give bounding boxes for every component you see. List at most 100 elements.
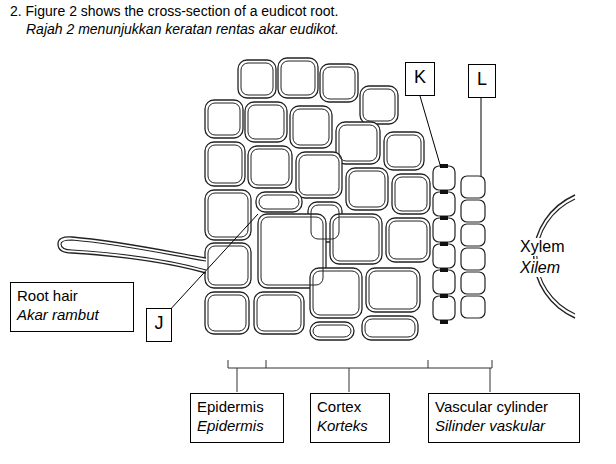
cell-wall <box>360 86 398 124</box>
small-cell <box>461 296 485 318</box>
label-text: Vascular cylinder <box>435 397 573 416</box>
cell-wall <box>386 218 430 262</box>
cell-wall <box>205 142 245 186</box>
callout-box: K <box>405 62 435 96</box>
part-label: Xilem <box>520 259 560 277</box>
cell-membrane <box>363 89 395 121</box>
cell-membrane <box>208 246 248 285</box>
cell-membrane <box>339 125 377 161</box>
label-translation: Epidermis <box>197 416 277 435</box>
cell-membrane <box>369 271 417 309</box>
cell-wall <box>238 60 276 98</box>
bracket-stem <box>237 368 238 392</box>
label-translation: Akar rambut <box>17 305 127 324</box>
small-cell <box>433 218 455 242</box>
small-cell <box>461 272 485 294</box>
part-label: Xylem <box>520 238 564 256</box>
bracket <box>428 360 492 368</box>
leader-line <box>481 98 482 176</box>
cell-membrane <box>311 205 339 239</box>
small-cell <box>433 192 455 216</box>
region-brackets <box>228 360 492 392</box>
cell-group <box>205 58 485 340</box>
small-cell <box>433 166 455 190</box>
cell-wall <box>384 132 424 170</box>
cell-membrane <box>389 221 427 259</box>
cell-wall <box>278 58 318 98</box>
casparian-strip <box>440 294 448 298</box>
cell-membrane <box>208 193 248 237</box>
cell-wall <box>205 292 249 334</box>
cell-membrane <box>395 177 427 211</box>
cell-wall <box>256 192 302 212</box>
root-hair <box>58 237 206 273</box>
cell-wall <box>366 268 420 312</box>
label-text: Epidermis <box>197 397 277 416</box>
cell-wall <box>346 168 388 210</box>
small-cell <box>461 200 485 222</box>
small-cell <box>433 244 455 268</box>
title-translation: Rajah 2 menunjukkan keratan rentas akar … <box>26 20 339 38</box>
cell-membrane <box>333 217 379 261</box>
cell-wall <box>248 146 292 188</box>
label-box: Root hairAkar rambut <box>10 282 134 332</box>
cell-membrane <box>251 149 289 185</box>
label-box: EpidermisEpidermis <box>190 393 284 443</box>
label-translation: Korteks <box>317 416 383 435</box>
cell-wall <box>362 316 418 340</box>
cell-membrane <box>387 135 421 167</box>
cell-membrane <box>293 109 329 145</box>
callout-letter: L <box>475 68 489 90</box>
callout-box: L <box>468 64 496 98</box>
cell-membrane <box>313 325 351 337</box>
small-cell <box>461 248 485 270</box>
xylem-outline-inner <box>537 199 575 314</box>
cell-wall <box>330 214 382 264</box>
small-cell <box>433 296 455 320</box>
root-hair-inner <box>61 240 206 270</box>
cell-wall <box>310 268 362 318</box>
casparian-strip <box>440 242 448 246</box>
casparian-strip <box>440 190 448 194</box>
cell-wall <box>290 106 332 148</box>
bracket-stem <box>349 368 350 392</box>
cell-membrane <box>248 105 284 139</box>
cell-membrane <box>299 155 339 195</box>
leader-line <box>168 214 258 312</box>
cell-wall <box>205 100 243 138</box>
cell-membrane <box>208 103 240 135</box>
label-box: Vascular cylinderSilinder vaskular <box>428 393 580 443</box>
callout-letter: J <box>153 312 165 334</box>
casparian-strip <box>440 216 448 220</box>
cell-membrane <box>208 145 242 183</box>
cell-membrane <box>208 295 246 331</box>
cell-wall <box>320 64 358 102</box>
casparian-strip <box>440 268 448 272</box>
callout-letter: K <box>412 66 428 88</box>
cell-membrane <box>241 63 273 95</box>
bracket-stem <box>490 368 491 392</box>
label-translation: Silinder vaskular <box>435 416 573 435</box>
label-text: Cortex <box>317 397 383 416</box>
cell-membrane <box>281 61 315 95</box>
cell-wall <box>296 152 342 198</box>
cell-membrane <box>349 171 385 207</box>
casparian-strip <box>440 320 448 324</box>
label-box: CortexKorteks <box>310 393 390 443</box>
cell-wall <box>336 122 380 164</box>
cell-membrane <box>313 271 359 315</box>
cell-membrane <box>323 67 355 99</box>
bracket <box>228 360 266 368</box>
xylem-outline <box>534 195 575 318</box>
cell-wall <box>245 102 287 142</box>
small-cell <box>461 176 485 198</box>
cell-membrane <box>365 319 415 337</box>
cell-membrane <box>257 295 301 331</box>
cell-membrane <box>259 195 299 209</box>
title: 2. Figure 2 shows the cross-section of a… <box>10 2 338 20</box>
bracket <box>266 360 428 368</box>
small-cell <box>461 224 485 246</box>
callout-box: J <box>146 308 172 342</box>
cell-wall <box>205 243 251 288</box>
cell-wall <box>310 322 354 340</box>
